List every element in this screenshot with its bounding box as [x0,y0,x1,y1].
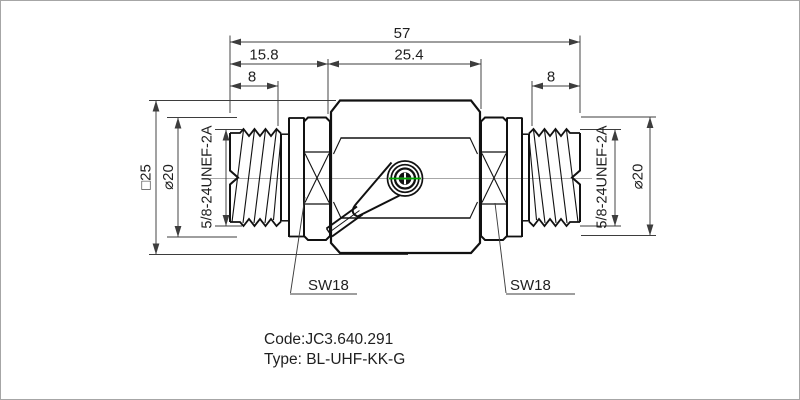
dim-left-diameter: ⌀20 [160,117,182,237]
dim-left-thread-spec: 5/8-24UNEF-2A [199,125,230,229]
lug-eyelet [351,161,400,218]
dim-text-unef-right: 5/8-24UNEF-2A [594,125,610,228]
right-collar-ring [506,117,523,238]
center-body [329,99,482,255]
left-wrench-label: SW18 [290,196,357,295]
product-code: Code:JC3.640.291 [264,331,393,348]
dim-total-length: 57 [230,25,580,46]
right-connector [480,116,581,241]
dim-text-square-25: □25 [137,164,154,190]
title-block: Code:JC3.640.291 Type: BL-UHF-KK-G [264,331,405,368]
dim-left-thread-length: 8 [230,69,278,90]
solder-lug [325,160,424,238]
dim-body-length: 25.4 [328,47,481,68]
dim-text-8-right: 8 [547,69,555,86]
wrench-labels: SW18 SW18 [290,196,575,295]
right-thread [528,127,581,228]
label-sw18-right: SW18 [510,277,551,294]
dim-left-offset: 15.8 [230,47,328,68]
right-wrench-label: SW18 [494,202,575,295]
body-chamfer-edges [333,137,478,219]
dim-right-thread-spec: 5/8-24UNEF-2A [594,125,619,229]
dim-text-unef-left: 5/8-24UNEF-2A [199,125,215,228]
dim-text-15-8: 15.8 [249,47,278,64]
right-hex-nut [480,116,508,241]
left-connector [229,116,331,241]
dim-text-dia20-right: ⌀20 [629,164,646,190]
dim-text-25-4: 25.4 [394,47,423,64]
left-thread-shoulder [280,133,289,222]
extension-lines [149,35,656,255]
left-thread [229,127,282,228]
dimensions: 57 15.8 25.4 8 8 □25 ⌀20 [137,25,656,255]
product-type: Type: BL-UHF-KK-G [264,351,405,368]
flat-mark-x [304,153,330,203]
dim-text-57: 57 [394,25,411,42]
dim-text-dia20-left: ⌀20 [160,164,177,190]
dim-text-8-left: 8 [248,69,256,86]
lug-tab [331,213,364,238]
label-sw18-left: SW18 [308,277,349,294]
dim-right-thread-length: 8 [532,69,580,90]
dim-body-square: □25 [137,100,160,255]
dim-right-diameter: ⌀20 [629,117,654,236]
right-thread-shoulder [522,133,530,222]
left-hex-nut [303,116,331,241]
flat-mark-x [481,153,507,203]
